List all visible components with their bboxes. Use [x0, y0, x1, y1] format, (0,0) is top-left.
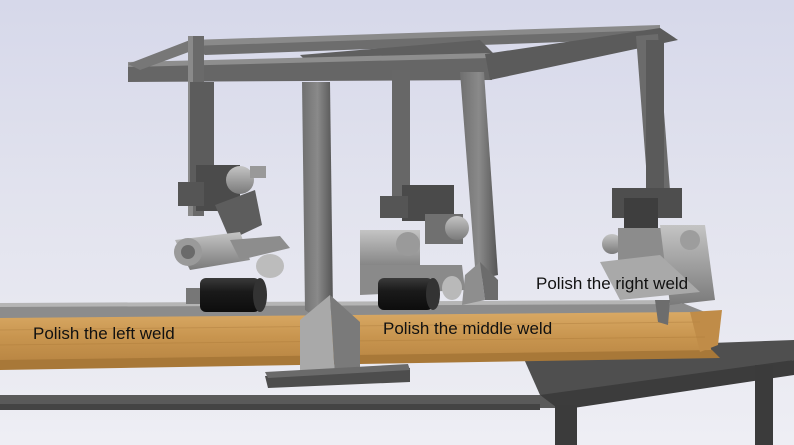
left-polisher — [174, 165, 290, 312]
column-foot — [265, 295, 410, 388]
right-polisher — [600, 188, 715, 325]
label-right-weld: Polish the right weld — [536, 274, 689, 293]
label-left-weld: Polish the left weld — [33, 324, 175, 343]
middle-polisher — [360, 185, 469, 310]
right-column-foot — [462, 262, 498, 305]
label-middle-weld: Polish the middle weld — [383, 319, 553, 338]
gantry-frame — [128, 25, 678, 318]
